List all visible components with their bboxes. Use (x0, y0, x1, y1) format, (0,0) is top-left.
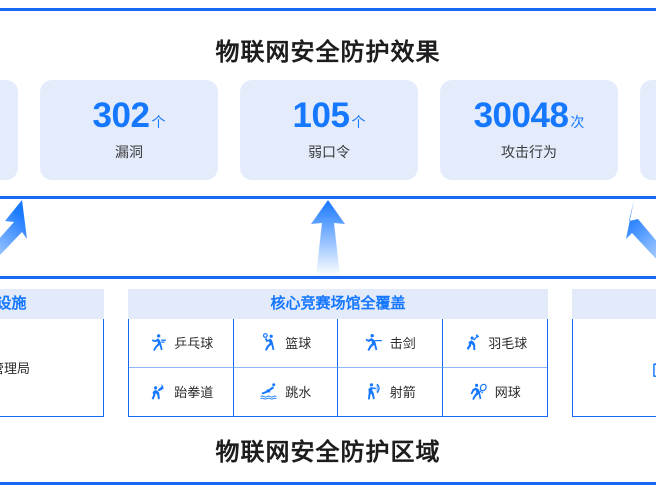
stat-label: 漏洞 (115, 144, 143, 160)
stat-unit: 个 (151, 114, 166, 130)
sport-cell-archery[interactable]: 射箭 (338, 367, 443, 416)
arrow-up-icon (311, 200, 345, 276)
stat-value: 105 (292, 96, 350, 135)
panel-venues-header: 核心竞赛场馆全覆盖 (128, 289, 548, 319)
sport-cell-diving[interactable]: 跳水 (234, 367, 338, 416)
sport-label: 击剑 (389, 336, 416, 352)
panel-extra-body: 国 (572, 319, 656, 417)
stat-card-weak-passwords[interactable]: 105 个 弱口令 (240, 80, 418, 180)
sport-cell-taekwondo[interactable]: 跆拳道 (129, 367, 234, 416)
divider-mid-upper (0, 196, 656, 199)
table-tennis-icon (148, 333, 167, 352)
stat-card-vulnerabilities[interactable]: 302 个 漏洞 (40, 80, 218, 180)
divider-mid-lower (0, 276, 656, 279)
divider-top (0, 8, 656, 11)
arrow-up-left-icon (626, 200, 656, 259)
stat-card-partial-left (0, 80, 18, 180)
panel-extra-header: 1个 (572, 289, 656, 319)
diving-icon (259, 382, 278, 401)
sport-label: 羽毛球 (488, 336, 528, 352)
sport-cell-basketball[interactable]: 篮球 (233, 319, 338, 368)
stat-label: 弱口令 (308, 144, 350, 160)
arrow-up-right-icon (0, 200, 27, 256)
list-item[interactable]: 通管理局 (0, 358, 30, 377)
stat-unit: 次 (570, 114, 585, 130)
stat-label: 攻击行为 (501, 144, 557, 160)
sport-label: 乒乓球 (174, 336, 214, 352)
panel-infrastructure: 础设施 通管理局 (0, 289, 104, 417)
sport-label: 射箭 (389, 385, 416, 401)
sport-label: 跳水 (285, 385, 312, 401)
sport-cell-badminton[interactable]: 羽毛球 (442, 319, 547, 368)
divider-bottom (0, 482, 656, 485)
stat-unit: 个 (351, 114, 366, 130)
sport-label: 网球 (494, 385, 521, 401)
infrastructure-item-label: 通管理局 (0, 361, 30, 376)
panel-venues-body: 乒乓球 篮球 击剑 (128, 319, 548, 417)
bottom-panel-row: 础设施 通管理局 核心竞赛场馆全覆盖 乒乓球 (0, 289, 656, 419)
stat-value-line: 105 个 (293, 98, 366, 133)
venue-building-icon (652, 358, 656, 378)
stat-value-line: 30048 次 (474, 98, 585, 133)
badminton-icon (462, 333, 481, 352)
stat-value: 302 (92, 96, 150, 135)
fencing-icon (364, 333, 383, 352)
stat-value: 30048 (473, 96, 569, 135)
taekwondo-icon (148, 382, 167, 401)
sport-cell-tennis[interactable]: 网球 (443, 368, 548, 417)
basketball-icon (259, 333, 278, 352)
sport-grid: 乒乓球 篮球 击剑 (129, 319, 547, 416)
stat-card-partial-right (640, 80, 656, 180)
arrow-band (0, 199, 656, 276)
panel-infrastructure-header: 础设施 (0, 289, 104, 319)
list-item[interactable]: 国 (652, 358, 656, 378)
sport-cell-table-tennis[interactable]: 乒乓球 (129, 319, 234, 368)
sport-label: 跆拳道 (174, 385, 214, 401)
panel-extra: 1个 国 (572, 289, 656, 417)
top-section-title: 物联网安全防护效果 (215, 39, 441, 66)
panel-venues: 核心竞赛场馆全覆盖 乒乓球 篮球 (128, 289, 548, 417)
stat-card-row: 302 个 漏洞 105 个 弱口令 30048 次 攻击行为 (0, 80, 656, 180)
bottom-section-title: 物联网安全防护区域 (215, 439, 441, 466)
sport-cell-fencing[interactable]: 击剑 (338, 319, 443, 368)
sport-label: 篮球 (285, 336, 312, 352)
archery-icon (364, 382, 383, 401)
panel-infrastructure-body: 通管理局 (0, 319, 104, 417)
tennis-icon (469, 382, 488, 401)
stat-value-line: 302 个 (93, 98, 166, 133)
stat-card-attacks[interactable]: 30048 次 攻击行为 (440, 80, 618, 180)
